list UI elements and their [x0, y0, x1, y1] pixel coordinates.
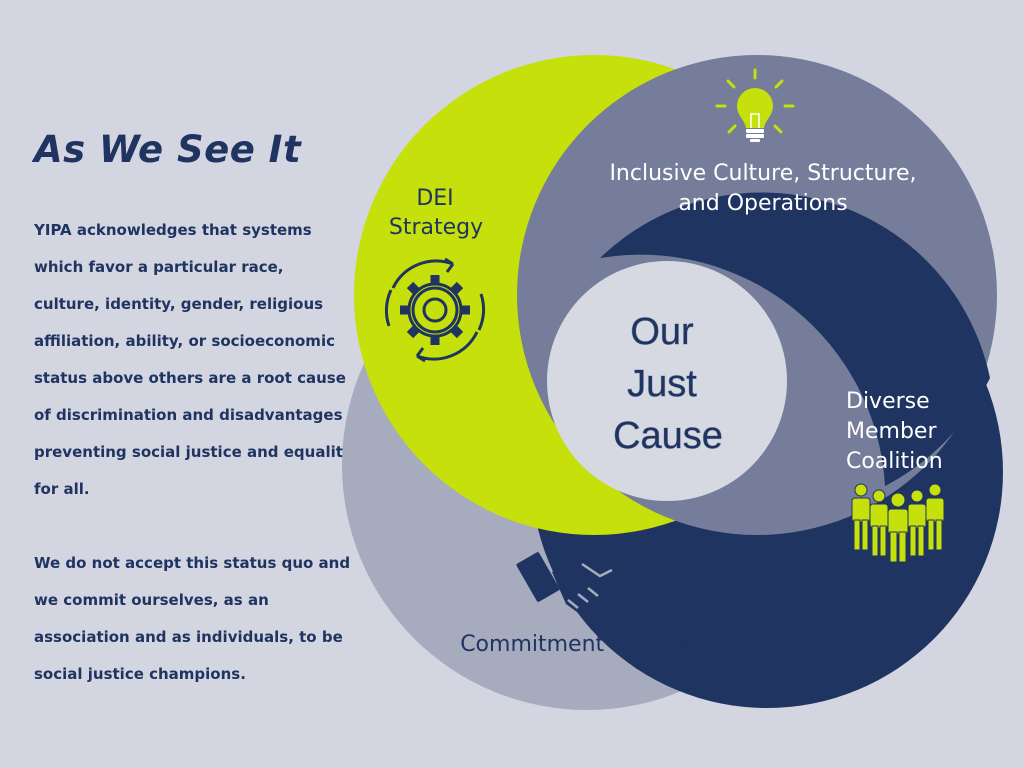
center-label: Our Just Cause	[613, 311, 724, 458]
strategy-line-2: Strategy	[389, 215, 483, 240]
culture-line-2: and Operations	[678, 191, 847, 216]
equity-label: Commitment to Equity	[460, 632, 710, 657]
page-title: As We See It	[34, 128, 302, 171]
strategy-label: DEI Strategy	[389, 186, 483, 240]
culture-line-1: Inclusive Culture, Structure,	[609, 161, 916, 186]
handshake-icon	[516, 552, 661, 622]
center-line-2: Just	[627, 363, 697, 405]
center-line-1: Our	[630, 311, 694, 353]
center-circle	[547, 261, 787, 501]
culture-label: Inclusive Culture, Structure, and Operat…	[609, 161, 916, 216]
people-group-icon	[851, 483, 945, 563]
gear-cycle-icon	[384, 257, 486, 363]
coalition-label: Diverse Member Coalition	[846, 389, 943, 474]
coalition-line-3: Coalition	[846, 449, 943, 474]
coalition-crescent	[600, 192, 990, 487]
center-line-3: Cause	[613, 415, 723, 457]
coalition-line-1: Diverse	[846, 389, 930, 414]
commitment-paragraph: We do not accept this status quo and we …	[34, 554, 351, 683]
strategy-line-1: DEI	[416, 186, 453, 211]
intro-paragraph: YIPA acknowledges that systems which fav…	[34, 221, 353, 498]
lightbulb-icon	[715, 68, 795, 142]
coalition-line-2: Member	[846, 419, 937, 444]
